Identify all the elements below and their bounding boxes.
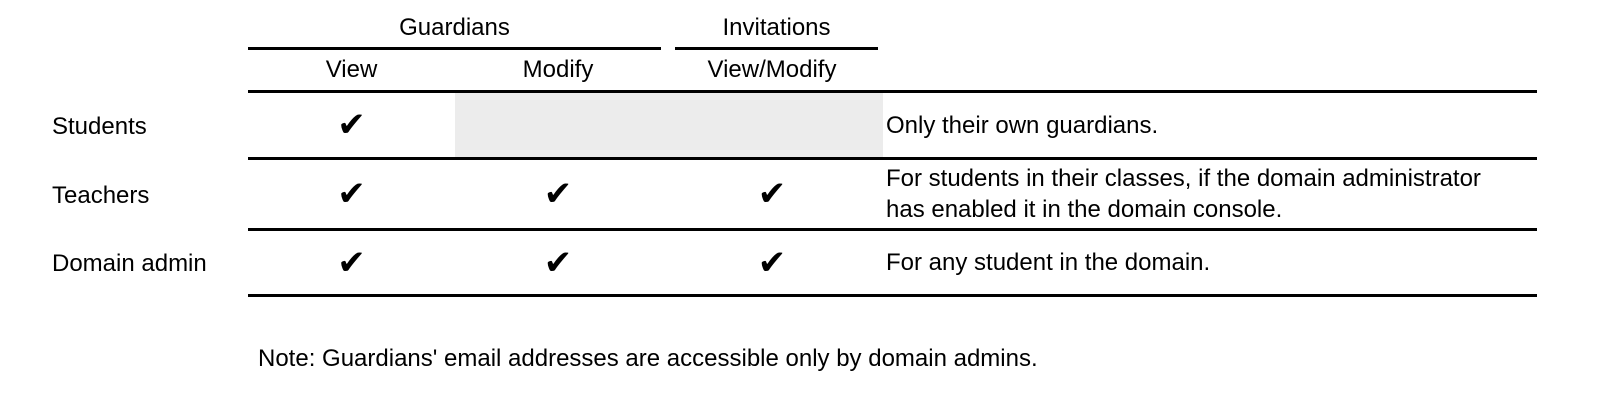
- cell-teachers-view-modify: ✔: [661, 160, 883, 231]
- permissions-table: Guardians Invitations View Modify View/M…: [52, 8, 1537, 297]
- cell-domain-admin-modify: ✔: [455, 231, 661, 297]
- cell-students-note: Only their own guardians.: [883, 93, 1537, 160]
- cell-students-view-modify: [661, 93, 883, 160]
- header-group-spacer-left: [52, 8, 248, 50]
- row-label-domain-admin: Domain admin: [52, 250, 207, 277]
- column-group-invitations-label: Invitations: [722, 13, 831, 41]
- column-header-view-label: View: [325, 56, 378, 83]
- cell-domain-admin-note: For any student in the domain.: [883, 231, 1537, 297]
- column-header-view-modify: View/Modify: [661, 50, 883, 93]
- row-label-teachers: Teachers: [52, 181, 150, 209]
- check-icon: ✔: [757, 242, 787, 283]
- cell-students-view: ✔: [248, 93, 455, 160]
- check-icon: ✔: [337, 242, 366, 283]
- check-icon: ✔: [543, 174, 573, 214]
- note-text: Only their own guardians.: [886, 111, 1159, 139]
- column-header-view: View: [248, 50, 455, 93]
- column-group-invitations: Invitations: [675, 8, 878, 50]
- note-text: For any student in the domain.: [886, 249, 1211, 276]
- cell-students-modify: [455, 93, 661, 160]
- check-icon: ✔: [757, 174, 787, 214]
- check-icon: ✔: [337, 174, 366, 214]
- cell-teachers-view: ✔: [248, 160, 455, 231]
- check-icon: ✔: [543, 242, 573, 283]
- header-group-spacer-right: [883, 8, 1537, 50]
- row-label-students: Students: [52, 112, 147, 140]
- column-header-view-modify-label: View/Modify: [707, 56, 837, 83]
- cell-domain-admin-view: ✔: [248, 231, 455, 297]
- footnote: Note: Guardians' email addresses are acc…: [258, 345, 1038, 372]
- cell-teachers-modify: ✔: [455, 160, 661, 231]
- column-group-guardians: Guardians: [248, 8, 661, 50]
- subheader-spacer-left: [52, 50, 248, 93]
- column-group-guardians-label: Guardians: [399, 13, 510, 41]
- column-header-modify: Modify: [455, 50, 661, 93]
- check-icon: ✔: [337, 105, 366, 145]
- column-header-notes-spacer: [883, 50, 1537, 93]
- cell-teachers-note: For students in their classes, if the do…: [883, 160, 1537, 231]
- cell-domain-admin-view-modify: ✔: [661, 231, 883, 297]
- note-text: has enabled it in the domain console.: [886, 196, 1283, 223]
- note-text: For students in their classes, if the do…: [886, 165, 1481, 192]
- column-header-modify-label: Modify: [522, 56, 594, 83]
